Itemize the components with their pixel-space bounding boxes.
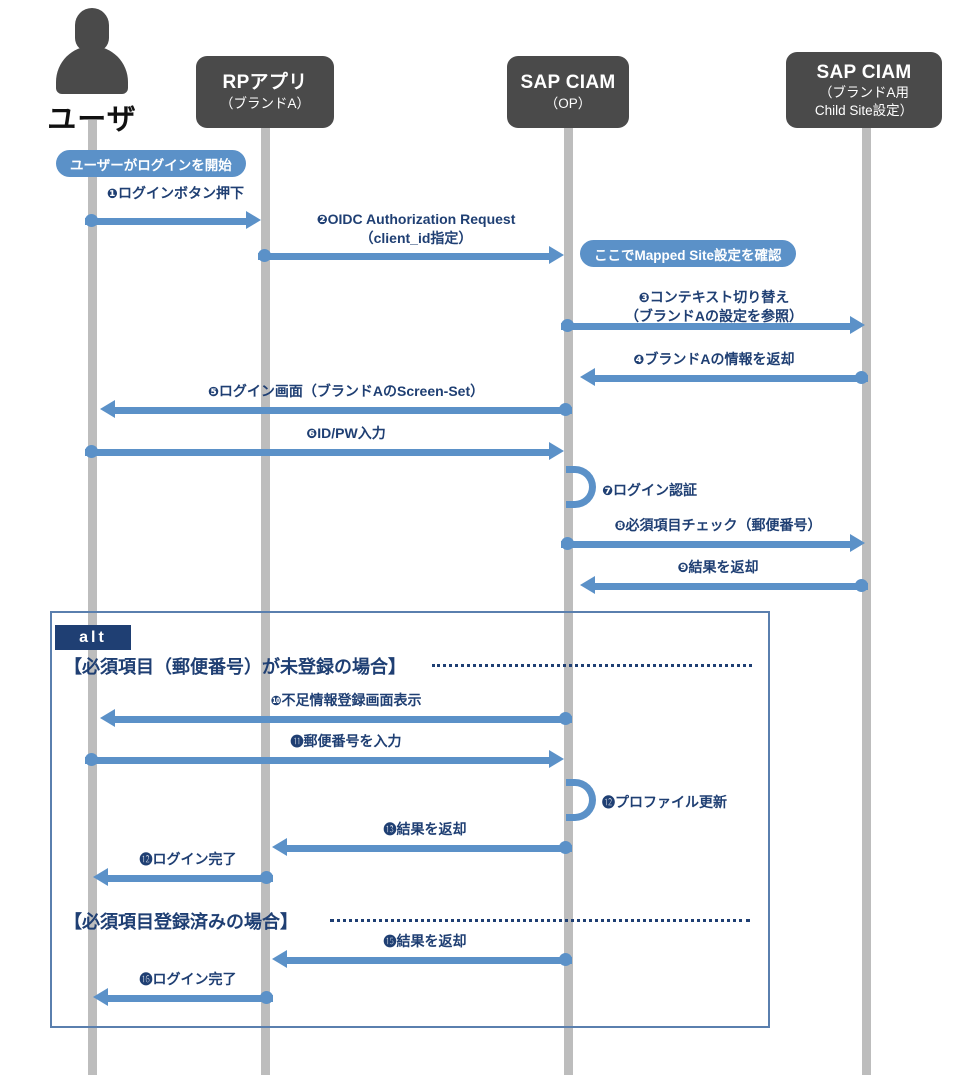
message-arrow-6	[85, 442, 564, 460]
participant-box-op[interactable]: SAP CIAM （OP）	[507, 56, 629, 128]
message-label-15: ⓯結果を返却	[383, 933, 467, 949]
message-label-8: ❽必須項目チェック（郵便番号）	[614, 517, 822, 533]
alt-condition-2: 【必須項目登録済みの場合】	[64, 912, 298, 932]
message-label-16: ⓰ログイン完了	[139, 971, 237, 987]
user-avatar-icon	[56, 8, 128, 94]
message-label-10: ❿不足情報登録画面表示	[270, 692, 422, 708]
message-arrow-15	[272, 950, 572, 968]
participant-title-op: SAP CIAM	[520, 72, 616, 94]
message-label-4: ❹ブランドAの情報を返却	[633, 351, 795, 367]
message-arrow-13	[272, 838, 572, 856]
avatar-head-shape	[75, 8, 109, 52]
message-label-5: ❺ログイン画面（ブランドAのScreen-Set）	[207, 383, 485, 399]
message-arrow-10	[100, 709, 572, 727]
message-label-12: ⓬プロファイル更新	[602, 794, 728, 810]
message-arrow-14	[93, 868, 273, 886]
alt-condition-1-dotted-line	[432, 664, 752, 667]
message-label-7: ❼ログイン認証	[602, 482, 698, 498]
message-label-11: ⓫郵便番号を入力	[290, 733, 402, 749]
alt-fragment-tag: alt	[55, 625, 131, 650]
participant-label-user: ユーザ	[47, 104, 137, 136]
participant-subtitle-op: （OP）	[544, 96, 592, 112]
alt-condition-1: 【必須項目（郵便番号）が未登録の場合】	[64, 657, 406, 677]
self-message-loop-12	[566, 779, 596, 821]
message-arrow-1	[85, 211, 261, 229]
participant-subtitle-rp: （ブランドA）	[219, 96, 310, 112]
participant-title-rp: RPアプリ	[222, 72, 308, 94]
lifeline-op	[564, 120, 573, 1075]
message-arrow-9	[580, 576, 868, 594]
message-arrow-2	[258, 246, 564, 264]
participant-box-child[interactable]: SAP CIAM （ブランドA用 Child Site設定）	[786, 52, 942, 128]
message-arrow-8	[561, 534, 865, 552]
alt-fragment-frame	[50, 611, 770, 1028]
message-arrow-16	[93, 988, 273, 1006]
message-arrow-5	[100, 400, 572, 418]
message-arrow-4	[580, 368, 868, 386]
message-arrow-3	[561, 316, 865, 334]
self-message-loop-7	[566, 466, 596, 508]
message-label-2: ❷OIDC Authorization Request （client_id指定…	[316, 211, 516, 246]
lifeline-child	[862, 120, 871, 1075]
alt-condition-2-dotted-line	[330, 919, 750, 922]
message-label-9: ❾結果を返却	[677, 559, 759, 575]
avatar-body-shape	[56, 46, 128, 94]
note-mapped-site: ここでMapped Site設定を確認	[580, 240, 796, 267]
message-label-14: ⓬ログイン完了	[139, 851, 237, 867]
participant-subtitle-child: （ブランドA用 Child Site設定）	[814, 85, 914, 118]
participant-title-child: SAP CIAM	[816, 61, 912, 83]
lifeline-rp	[261, 120, 270, 1075]
participant-box-rp[interactable]: RPアプリ （ブランドA）	[196, 56, 334, 128]
message-arrow-11	[85, 750, 564, 768]
lifeline-user	[88, 120, 97, 1075]
note-login-start: ユーザーがログインを開始	[56, 150, 246, 177]
message-label-1: ❶ログインボタン押下	[107, 185, 245, 201]
message-label-13: ⓭結果を返却	[383, 821, 467, 837]
message-label-6: ❻ID/PW入力	[306, 425, 386, 441]
message-label-3: ❸コンテキスト切り替え （ブランドAの設定を参照）	[624, 289, 804, 324]
